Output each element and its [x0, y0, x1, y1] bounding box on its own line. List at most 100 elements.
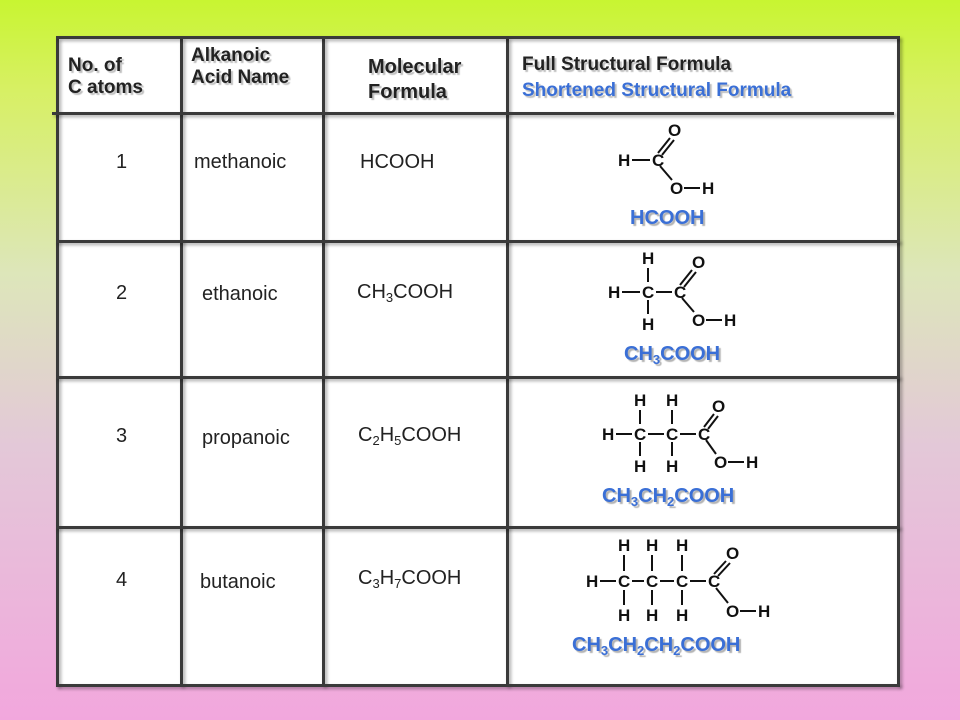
header-acid-name: Alkanoic Acid Name	[191, 45, 289, 89]
row1-formula: HCOOH	[360, 151, 434, 174]
atom-h: H	[676, 536, 688, 555]
row2-formula-part: COOH	[393, 281, 454, 303]
row4-formula-part: C	[358, 567, 373, 589]
atom-h: H	[608, 283, 620, 302]
row3-formula-part: H	[379, 424, 395, 446]
row3-formula-sub: 5	[394, 433, 402, 448]
atom-h: H	[634, 391, 646, 410]
atom-c: C	[646, 572, 658, 591]
row2-short-formula: CH3COOH	[624, 343, 720, 367]
atom-h: H	[602, 425, 614, 444]
column-divider-3	[506, 38, 509, 686]
row2-short-part: CH	[624, 343, 653, 365]
bond	[717, 562, 731, 577]
row3-carbons: 3	[116, 425, 128, 447]
atom-o: O	[712, 397, 725, 416]
row2-carbons: 2	[116, 282, 128, 304]
row3-short-part: CH	[638, 485, 668, 507]
bond	[679, 269, 693, 286]
atom-h: H	[642, 249, 654, 268]
row2-name: ethanoic	[202, 283, 278, 305]
atom-h: H	[618, 606, 630, 625]
row4-short-part: CH	[608, 634, 638, 656]
atom-c: C	[634, 425, 646, 444]
row4-formula-sub: 7	[394, 576, 402, 591]
bond	[703, 413, 715, 428]
atom-o: O	[714, 453, 727, 472]
row3-structure: H H H C C H H C O O H	[602, 391, 758, 476]
row1-carbons: 1	[116, 151, 128, 173]
row3-short-formula: CH3CH2COOH	[602, 485, 734, 509]
row3-short-sub: 2	[667, 494, 675, 509]
row3-name: propanoic	[202, 427, 290, 449]
row3-short-sub: 3	[630, 494, 639, 509]
row4-formula-sub: 3	[372, 576, 380, 591]
row1-short-part: HCOOH	[630, 207, 705, 229]
bond	[683, 271, 697, 288]
bond	[705, 439, 717, 455]
row4-formula-part: H	[379, 567, 395, 589]
atom-h: H	[646, 606, 658, 625]
atom-c: C	[698, 425, 710, 444]
column-divider-2	[322, 38, 325, 686]
bond	[715, 587, 729, 604]
atom-h: H	[758, 602, 770, 621]
atom-c: C	[642, 283, 654, 302]
atom-o: O	[668, 121, 681, 140]
atom-c: C	[666, 425, 678, 444]
row4-short-part: CH	[572, 634, 601, 656]
row4-short-sub: 2	[673, 643, 681, 658]
row2-short-part: COOH	[660, 343, 721, 365]
atom-h: H	[666, 457, 678, 476]
row4-short-formula: CH3CH2CH2COOH	[572, 634, 740, 658]
row3-formula-part: C	[358, 424, 373, 446]
atom-h: H	[642, 315, 654, 334]
atom-h: H	[724, 311, 736, 330]
header-molecular-formula: Molecular Formula	[368, 55, 461, 105]
atom-h: H	[676, 606, 688, 625]
row3-formula: C2H5COOH	[358, 424, 461, 448]
atom-h: H	[666, 391, 678, 410]
row2-short-sub: 3	[652, 352, 661, 367]
atom-o: O	[670, 179, 683, 198]
row-divider-2	[56, 376, 900, 379]
atom-c: C	[708, 572, 720, 591]
row1-name: methanoic	[194, 151, 287, 173]
header-molecular-formula-line1: Molecular	[368, 56, 462, 78]
row4-formula: C3H7COOH	[358, 567, 461, 591]
atom-o: O	[726, 544, 739, 563]
row2-formula: CH3COOH	[357, 281, 453, 305]
header-full-structural: Full Structural Formula	[522, 54, 732, 75]
atom-c: C	[676, 572, 688, 591]
bond	[713, 560, 727, 575]
atom-h: H	[746, 453, 758, 472]
row2-formula-part: CH	[357, 281, 386, 303]
row2-structure: H H C H C O O H	[608, 249, 736, 334]
row3-short-part: CH	[602, 485, 631, 507]
header-acid-name-line2: Acid Name	[191, 67, 290, 88]
bond	[657, 137, 671, 154]
row1-short-formula: HCOOH	[630, 207, 704, 230]
header-acid-name-line1: Alkanoic	[191, 45, 271, 66]
header-underline	[52, 112, 894, 115]
atom-o: O	[692, 253, 705, 272]
bond	[707, 415, 719, 430]
row1-formula-part: HCOOH	[360, 151, 435, 173]
atom-c: C	[652, 151, 664, 170]
row4-name: butanoic	[200, 571, 276, 593]
column-divider-1	[180, 38, 183, 686]
header-molecular-formula-line2: Formula	[368, 81, 447, 103]
row4-short-part: COOH	[680, 634, 741, 656]
atom-h: H	[634, 457, 646, 476]
header-carbon-count: No. of C atoms	[68, 55, 143, 99]
row-divider-3	[56, 526, 900, 529]
atom-c: C	[618, 572, 630, 591]
table-border-bottom	[56, 684, 900, 687]
row3-formula-sub: 2	[372, 433, 380, 448]
bond	[681, 297, 695, 313]
table-border-right	[897, 38, 900, 686]
row2-formula-sub: 3	[385, 290, 394, 305]
atom-c: C	[674, 283, 686, 302]
table-border-left	[56, 38, 59, 686]
table-border-top	[56, 36, 900, 39]
